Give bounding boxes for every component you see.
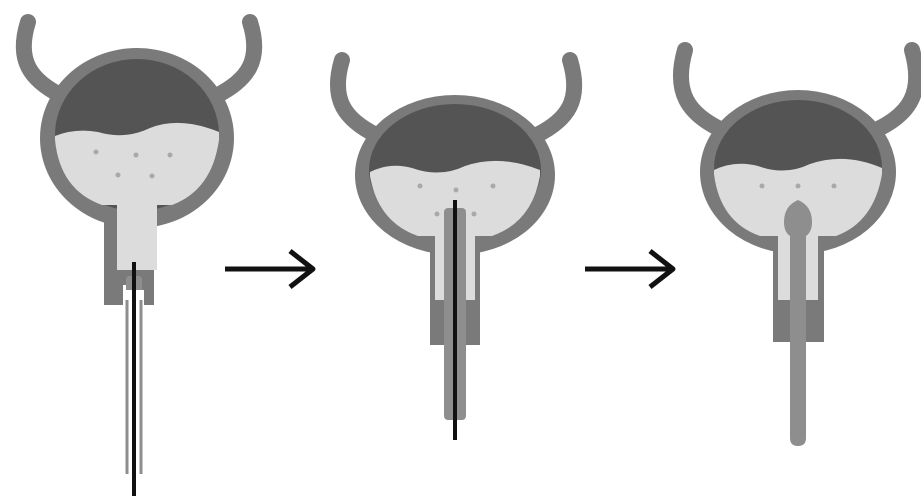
stage-3-bladder [681, 50, 916, 446]
stage-2-bladder [338, 60, 574, 440]
right-arrow-icon [225, 251, 313, 287]
stage-1-bladder [24, 22, 255, 496]
right-arrow-icon [585, 251, 673, 287]
